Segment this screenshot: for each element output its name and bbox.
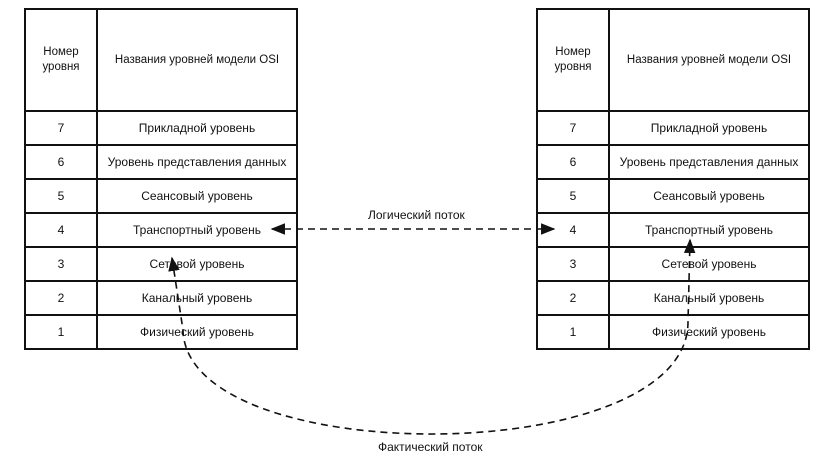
- layer-name: Уровень представления данных: [619, 154, 799, 169]
- layer-name: Физический уровень: [652, 324, 766, 339]
- layer-name: Канальный уровень: [653, 290, 765, 305]
- layer-row-6: 6 Уровень представления данных: [538, 146, 808, 180]
- physical-flow-curve: [168, 238, 696, 435]
- layer-number: 5: [26, 180, 98, 212]
- layer-number-header: Номер уровня: [538, 10, 610, 110]
- layer-row-7: 7 Прикладной уровень: [538, 112, 808, 146]
- layer-number: 6: [26, 146, 98, 178]
- layer-name: Сеансовый уровень: [653, 188, 765, 203]
- layer-number: 7: [26, 112, 98, 144]
- layer-row-5: 5 Сеансовый уровень: [26, 180, 296, 214]
- layer-number: 4: [538, 214, 610, 246]
- layer-name-header: Названия уровней модели OSI: [626, 53, 792, 66]
- stack-header: Номер уровня Названия уровней модели OSI: [538, 10, 808, 112]
- layer-number: 6: [538, 146, 610, 178]
- layer-number: 2: [538, 282, 610, 314]
- layer-number: 1: [538, 316, 610, 348]
- layer-row-1: 1 Физический уровень: [26, 316, 296, 348]
- layer-number: 2: [26, 282, 98, 314]
- layer-number: 4: [26, 214, 98, 246]
- layer-name-header: Названия уровней модели OSI: [114, 53, 280, 66]
- layer-name: Транспортный уровень: [644, 222, 773, 237]
- layer-row-2: 2 Канальный уровень: [26, 282, 296, 316]
- layer-name: Канальный уровень: [141, 290, 253, 305]
- layer-number: 5: [538, 180, 610, 212]
- layer-number: 1: [26, 316, 98, 348]
- layer-row-1: 1 Физический уровень: [538, 316, 808, 348]
- layer-name: Прикладной уровень: [650, 120, 768, 135]
- layer-row-6: 6 Уровень представления данных: [26, 146, 296, 180]
- layer-name: Прикладной уровень: [138, 120, 256, 135]
- physical-flow-label: Фактический поток: [378, 440, 483, 454]
- logical-flow-label: Логический поток: [368, 208, 465, 222]
- layer-row-4: 4 Транспортный уровень: [26, 214, 296, 248]
- layer-row-5: 5 Сеансовый уровень: [538, 180, 808, 214]
- stack-header: Номер уровня Названия уровней модели OSI: [26, 10, 296, 112]
- osi-stack-left: Номер уровня Названия уровней модели OSI…: [24, 8, 298, 350]
- layer-name: Транспортный уровень: [132, 222, 261, 237]
- layer-name: Уровень представления данных: [107, 154, 287, 169]
- layer-number: 7: [538, 112, 610, 144]
- layer-name: Сеансовый уровень: [141, 188, 253, 203]
- layer-number: 3: [26, 248, 98, 280]
- layer-row-2: 2 Канальный уровень: [538, 282, 808, 316]
- layer-name: Физический уровень: [140, 324, 254, 339]
- layer-row-7: 7 Прикладной уровень: [26, 112, 296, 146]
- osi-stack-right: Номер уровня Названия уровней модели OSI…: [536, 8, 810, 350]
- layer-number-header: Номер уровня: [26, 10, 98, 110]
